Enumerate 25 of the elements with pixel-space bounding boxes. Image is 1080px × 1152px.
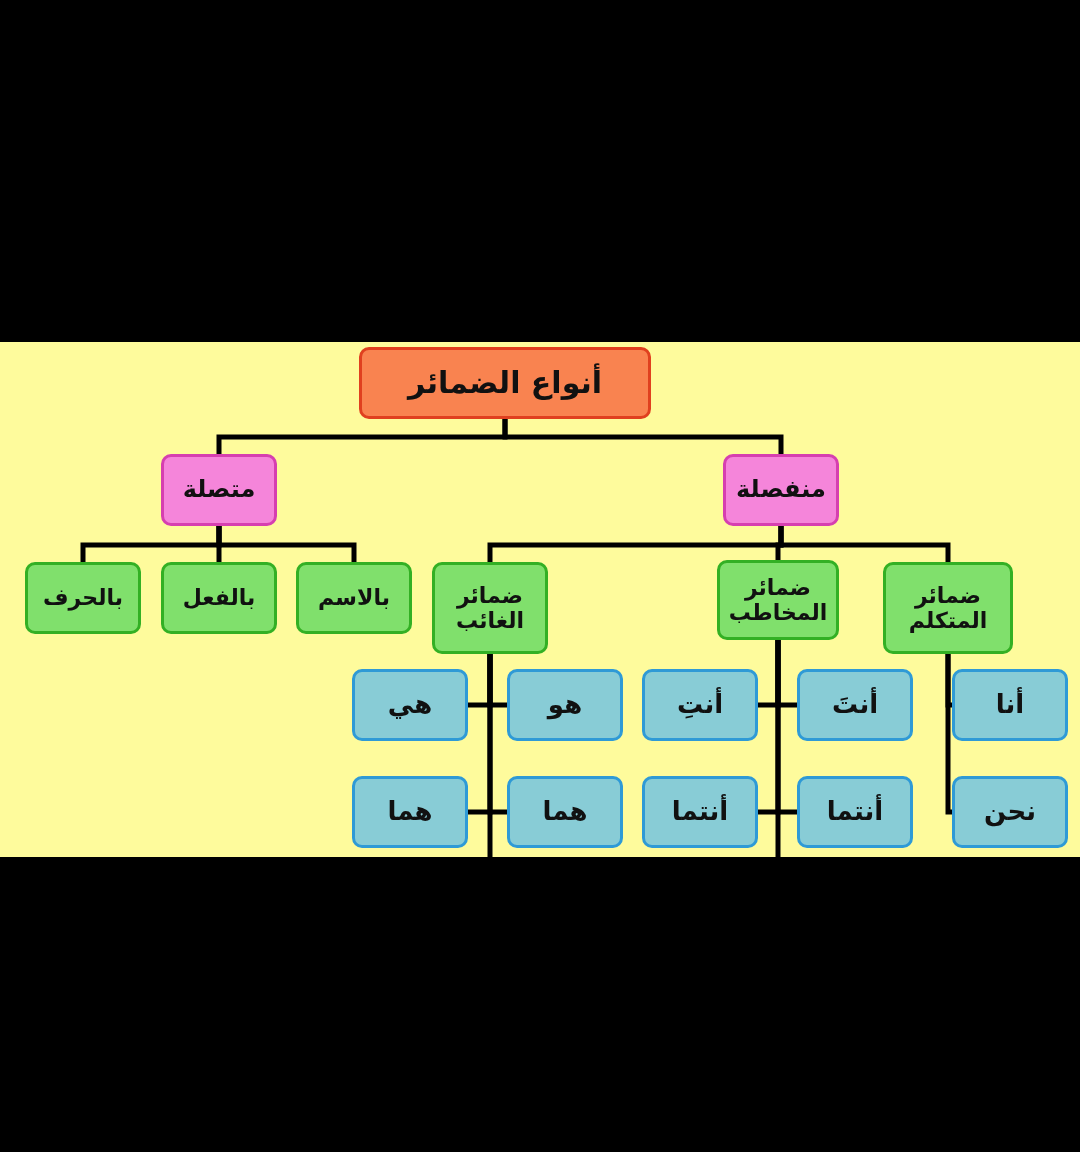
- title-box: أنواع الضمائر: [359, 347, 651, 419]
- connector-line: [80, 526, 222, 562]
- connector-line: [945, 654, 952, 815]
- type-box: بالفعل: [161, 562, 277, 634]
- pronoun-box: هي: [352, 669, 468, 741]
- connector-line: [502, 419, 784, 454]
- pronoun-box: أنتِ: [642, 669, 758, 741]
- pronoun-box: نحن: [952, 776, 1068, 848]
- connector-line: [487, 526, 784, 562]
- category-box: منفصلة: [723, 454, 839, 526]
- type-box: بالحرف: [25, 562, 141, 634]
- pronoun-box: أنا: [952, 669, 1068, 741]
- pronoun-box: هما: [352, 776, 468, 848]
- pronoun-box: أنتَ: [797, 669, 913, 741]
- type-box: ضمائر المخاطب: [717, 560, 839, 640]
- type-box: ضمائر الغائب: [432, 562, 548, 654]
- pronoun-box: هو: [507, 669, 623, 741]
- connector-line: [758, 640, 781, 815]
- category-box: متصلة: [161, 454, 277, 526]
- type-box: ضمائر المتكلم: [883, 562, 1013, 654]
- pronoun-box: أنتما: [797, 776, 913, 848]
- pronoun-box: أنتما: [642, 776, 758, 848]
- pronoun-box: هما: [507, 776, 623, 848]
- connector-line: [468, 654, 493, 815]
- type-box: بالاسم: [296, 562, 412, 634]
